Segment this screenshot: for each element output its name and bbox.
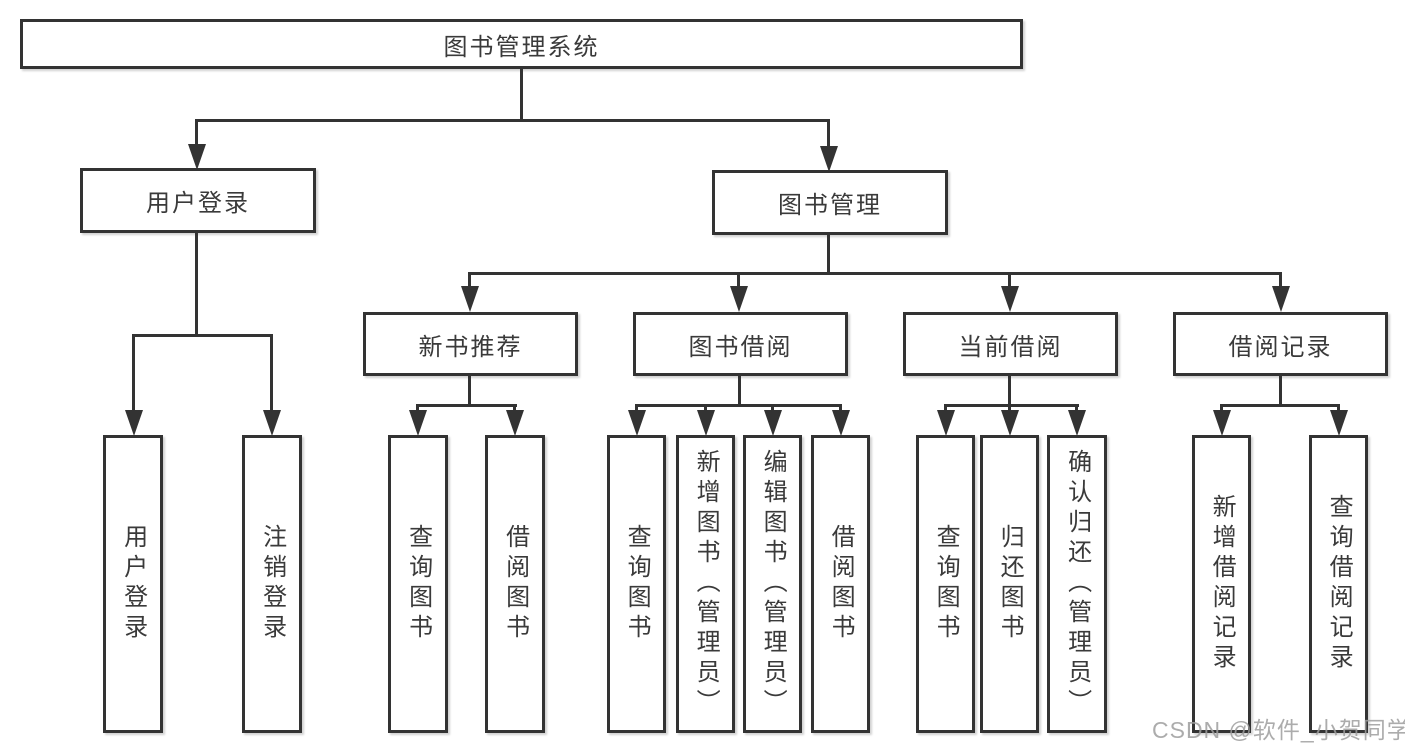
- leaf-return-books: 归还图书: [980, 435, 1039, 733]
- arrow-down-icon: [937, 410, 955, 436]
- node-new-book-recommend-label: 新书推荐: [418, 333, 523, 361]
- leaf-user-login-label: 用户登录: [119, 524, 147, 644]
- connector-line: [635, 404, 638, 414]
- connector-line: [416, 404, 517, 407]
- connector-line: [520, 67, 523, 121]
- leaf-query-books-borrow-label: 查询图书: [623, 524, 651, 644]
- arrow-down-icon: [125, 410, 143, 436]
- node-book-borrow-label: 图书借阅: [688, 333, 793, 361]
- arrow-down-icon: [628, 410, 646, 436]
- leaf-add-book-admin-label: 新增图书（管理员）: [692, 449, 720, 719]
- arrow-down-icon: [188, 144, 206, 170]
- node-book-management-label: 图书管理: [778, 192, 882, 219]
- connector-line: [1008, 404, 1011, 414]
- node-borrow-records-label: 借阅记录: [1228, 333, 1333, 361]
- arrow-down-icon: [506, 410, 524, 436]
- leaf-confirm-return-admin: 确认归还（管理员）: [1047, 435, 1107, 733]
- connector-line: [195, 231, 198, 336]
- connector-line: [195, 119, 198, 149]
- leaf-query-books-recommend: 查询图书: [388, 435, 448, 733]
- connector-line: [468, 374, 471, 406]
- leaf-borrow-books-label: 借阅图书: [827, 524, 855, 644]
- node-user-login: 用户登录: [80, 168, 316, 233]
- arrow-down-icon: [764, 410, 782, 436]
- node-book-management: 图书管理: [712, 170, 948, 235]
- leaf-query-books-borrow: 查询图书: [607, 435, 666, 733]
- leaf-query-borrow-record: 查询借阅记录: [1309, 435, 1368, 733]
- leaf-borrow-books-recommend-label: 借阅图书: [501, 524, 529, 644]
- leaf-logout-label: 注销登录: [258, 524, 286, 644]
- node-borrow-records: 借阅记录: [1173, 312, 1388, 376]
- connector-line: [1220, 404, 1340, 407]
- connector-line: [944, 404, 947, 414]
- leaf-return-books-label: 归还图书: [996, 524, 1024, 644]
- connector-line: [1075, 404, 1078, 414]
- arrow-down-icon: [1272, 286, 1290, 312]
- arrow-down-icon: [263, 410, 281, 436]
- leaf-logout: 注销登录: [242, 435, 302, 733]
- connector-line: [1279, 374, 1282, 406]
- arrow-down-icon: [820, 146, 838, 172]
- leaf-add-book-admin: 新增图书（管理员）: [676, 435, 735, 733]
- connector-line: [771, 404, 774, 414]
- connector-line: [1008, 272, 1011, 290]
- arrow-down-icon: [1068, 410, 1086, 436]
- leaf-confirm-return-admin-label: 确认归还（管理员）: [1063, 449, 1091, 719]
- connector-line: [827, 233, 830, 274]
- leaf-add-borrow-record: 新增借阅记录: [1192, 435, 1251, 733]
- leaf-query-books-current: 查询图书: [916, 435, 975, 733]
- node-current-borrow: 当前借阅: [903, 312, 1118, 376]
- connector-line: [195, 119, 829, 122]
- arrow-down-icon: [409, 410, 427, 436]
- connector-line: [738, 374, 741, 406]
- connector-line: [839, 404, 842, 414]
- leaf-query-books-current-label: 查询图书: [932, 524, 960, 644]
- leaf-query-borrow-record-label: 查询借阅记录: [1325, 494, 1353, 674]
- arrow-down-icon: [1330, 410, 1348, 436]
- connector-line: [468, 272, 1282, 275]
- connector-line: [132, 334, 273, 337]
- leaf-edit-book-admin-label: 编辑图书（管理员）: [759, 449, 787, 719]
- node-user-login-label: 用户登录: [146, 190, 250, 217]
- connector-line: [1008, 374, 1011, 406]
- leaf-add-borrow-record-label: 新增借阅记录: [1208, 494, 1236, 674]
- connector-line: [944, 404, 1079, 407]
- arrow-down-icon: [1001, 410, 1019, 436]
- connector-line: [1220, 404, 1223, 414]
- leaf-edit-book-admin: 编辑图书（管理员）: [743, 435, 802, 733]
- leaf-query-books-recommend-label: 查询图书: [404, 524, 432, 644]
- connector-line: [1337, 404, 1340, 414]
- node-root-label: 图书管理系统: [443, 33, 600, 61]
- arrow-down-icon: [461, 286, 479, 312]
- leaf-user-login: 用户登录: [103, 435, 163, 733]
- connector-line: [635, 404, 841, 407]
- node-book-borrow: 图书借阅: [633, 312, 848, 376]
- connector-line: [737, 272, 740, 290]
- connector-line: [704, 404, 707, 414]
- node-root: 图书管理系统: [20, 19, 1023, 69]
- arrow-down-icon: [1001, 286, 1019, 312]
- arrow-down-icon: [1213, 410, 1231, 436]
- arrow-down-icon: [697, 410, 715, 436]
- node-new-book-recommend: 新书推荐: [363, 312, 578, 376]
- connector-line: [132, 334, 135, 414]
- connector-line: [416, 404, 419, 414]
- leaf-borrow-books-recommend: 借阅图书: [485, 435, 545, 733]
- arrow-down-icon: [730, 286, 748, 312]
- watermark: CSDN @软件_小贺同学: [1152, 717, 1405, 743]
- leaf-borrow-books: 借阅图书: [811, 435, 870, 733]
- connector-line: [468, 272, 471, 290]
- connector-line: [1279, 272, 1282, 290]
- connector-line: [513, 404, 516, 414]
- connector-line: [827, 119, 830, 151]
- node-current-borrow-label: 当前借阅: [958, 333, 1063, 361]
- arrow-down-icon: [832, 410, 850, 436]
- connector-line: [270, 334, 273, 414]
